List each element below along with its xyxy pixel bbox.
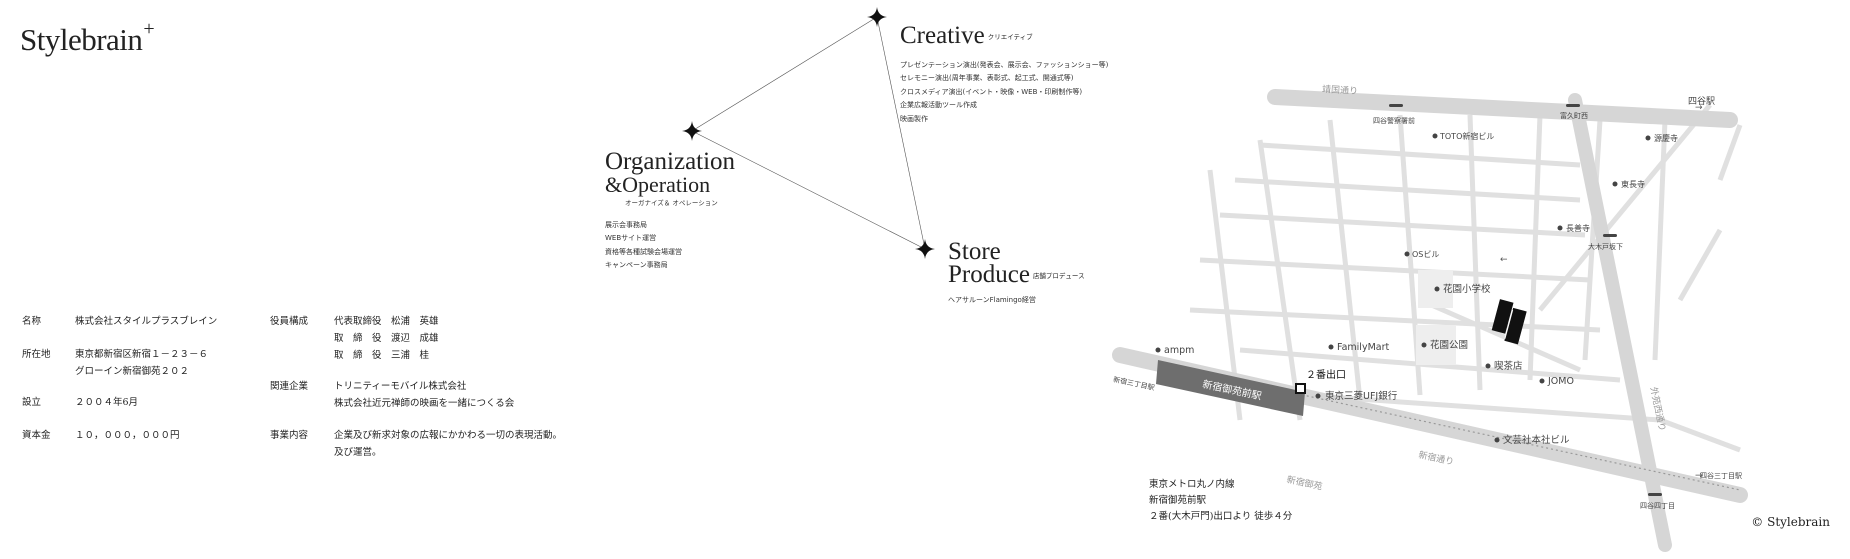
related-label: 関連企業 (270, 381, 309, 392)
svg-text:OSビル: OSビル (1412, 250, 1439, 259)
list-item: プレゼンテーション演出(発表会、展示会、ファッションショー等) (900, 60, 1109, 69)
copyright: © Stylebrain (1751, 515, 1830, 529)
svg-text:ampm: ampm (1164, 345, 1194, 356)
svg-text:大木戸坂下: 大木戸坂下 (1588, 242, 1623, 251)
list-item: 企業広報活動ツール作成 (900, 101, 977, 110)
organization-title: Organization &Operation (605, 148, 736, 197)
svg-text:FamilyMart: FamilyMart (1337, 342, 1389, 353)
svg-text:新宿三丁目駅: 新宿三丁目駅 (1112, 375, 1155, 393)
svg-text:外苑西通り: 外苑西通り (1648, 386, 1669, 433)
store-list: ヘアサルーンFlamingo経営 (948, 294, 1085, 308)
svg-text:←: ← (1500, 255, 1508, 265)
business-value: 企業及び新求対象の広報にかかわる一切の表現活動。 及び運営。 (334, 430, 563, 458)
officers-label: 役員構成 (270, 316, 309, 327)
address-label: 所在地 (22, 349, 51, 360)
star-icon (867, 7, 887, 27)
svg-text:新宿通り: 新宿通り (1417, 449, 1455, 468)
organization-sub: オーガナイズ＆ オペレーション (625, 199, 718, 207)
svg-text:→: → (1695, 103, 1703, 113)
list-item: 映画製作 (900, 114, 928, 123)
station-bar (1156, 360, 1305, 416)
address-value: 東京都新宿区新宿１－２３－６ グローイン新宿御苑２０２ (75, 349, 209, 377)
svg-text:富久町西: 富久町西 (1560, 111, 1588, 120)
svg-text:→: → (1695, 471, 1703, 481)
list-item: ヘアサルーンFlamingo経営 (948, 295, 1036, 304)
svg-text:東京三菱UFJ銀行: 東京三菱UFJ銀行 (1325, 390, 1398, 402)
svg-text:四谷警察署前: 四谷警察署前 (1373, 116, 1415, 125)
svg-text:東長寺: 東長寺 (1621, 179, 1645, 189)
svg-text:JOMO: JOMO (1547, 376, 1574, 387)
svg-text:源慶寺: 源慶寺 (1654, 133, 1678, 143)
svg-text:四谷四丁目: 四谷四丁目 (1640, 501, 1675, 510)
founded-value: ２００４年6月 (75, 397, 139, 408)
access-info: 東京メトロ丸ノ内線 新宿御苑前駅 ２番(大木戸門)出口より 徒歩４分 (1149, 477, 1292, 525)
list-item: クロスメディア演出(イベント・映像・WEB・印刷制作等) (900, 87, 1083, 96)
capital-value: １０，０００，０００円 (75, 430, 180, 441)
access-walk: ２番(大木戸門)出口より 徒歩４分 (1149, 511, 1293, 522)
name-value: 株式会社スタイルプラスブレイン (75, 316, 218, 327)
station-icon (1389, 104, 1403, 107)
station-icon (1603, 234, 1617, 237)
list-item: キャンペーン事務局 (605, 261, 668, 269)
exit-icon (1295, 383, 1306, 394)
exit-label: ２番出口 (1306, 368, 1346, 381)
creative-list: プレゼンテーション演出(発表会、展示会、ファッションショー等) セレモニー演出(… (900, 59, 1108, 127)
access-station: 新宿御苑前駅 (1149, 495, 1207, 506)
star-icon (682, 121, 702, 141)
brand-logo[interactable]: Stylebrain+ (20, 18, 155, 58)
station-icon (1648, 493, 1662, 496)
list-item: 資格等各種試験会場運営 (605, 247, 682, 256)
svg-text:花園公園: 花園公園 (1430, 339, 1468, 351)
svg-text:花園小学校: 花園小学校 (1443, 283, 1491, 295)
business-label: 事業内容 (270, 430, 309, 441)
name-label: 名称 (22, 316, 42, 327)
list-item: 展示会事務局 (605, 220, 647, 229)
svg-text:文芸社本社ビル: 文芸社本社ビル (1503, 434, 1570, 446)
svg-text:喫茶店: 喫茶店 (1494, 360, 1523, 372)
access-line: 東京メトロ丸ノ内線 (1149, 479, 1235, 490)
related-value: トリニティーモバイル株式会社 株式会社近元禅師の映画を一緒につくる会 (334, 381, 515, 409)
officers-value: 代表取締役 松浦 英雄 取 締 役 渡辺 成雄 取 締 役 三浦 桂 (334, 316, 439, 361)
list-item: WEBサイト運営 (605, 234, 657, 242)
capital-label: 資本金 (22, 430, 51, 441)
svg-text:四谷駅: 四谷駅 (1688, 96, 1715, 107)
list-item: セレモニー演出(周年事業、表彰式、起工式、開通式等) (900, 74, 1074, 83)
organization-list: 展示会事務局 WEBサイト運営 資格等各種試験会場運営 キャンペーン事務局 (605, 219, 735, 273)
station-icon (1566, 104, 1580, 107)
star-icon (915, 239, 935, 259)
founded-label: 設立 (22, 397, 42, 408)
access-map: 新宿御苑前駅 ２番出口 → → ← 靖国通り 新宿通り 新宿御苑 外苑西通り 四… (1112, 83, 1748, 552)
svg-text:四谷三丁目駅: 四谷三丁目駅 (1700, 471, 1742, 480)
svg-text:靖国通り: 靖国通り (1322, 83, 1359, 97)
svg-text:TOTO新宿ビル: TOTO新宿ビル (1439, 131, 1494, 141)
organization-section: Organization &Operation オーガナイズ＆ オペレーション … (605, 148, 736, 273)
svg-text:長善寺: 長善寺 (1566, 223, 1590, 233)
brand-star-icon: + (143, 18, 155, 40)
brand-name: Stylebrain (20, 22, 143, 57)
building-icon (1491, 299, 1527, 345)
